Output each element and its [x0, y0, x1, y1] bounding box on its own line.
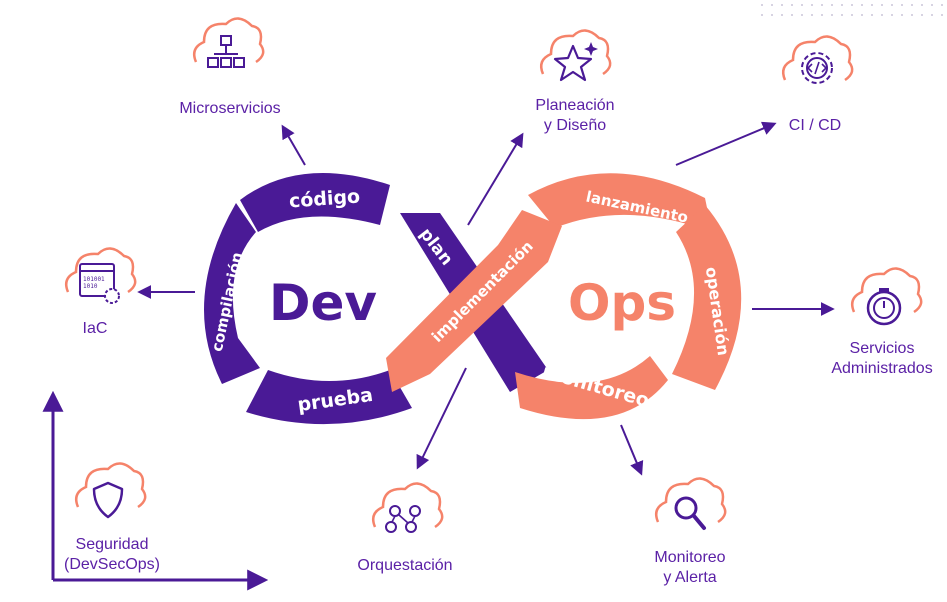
node-label-planeacion: Planeación y Diseño — [535, 97, 615, 134]
lanzamiento-band — [528, 173, 712, 232]
svg-text:101001: 101001 — [83, 276, 105, 283]
arrow-cicd — [675, 121, 777, 166]
arrow-orquestacion — [416, 367, 467, 470]
arrow-monitoreo — [620, 424, 644, 476]
operacion-band — [672, 205, 742, 390]
node-label-cicd: CI / CD — [788, 117, 842, 134]
prueba-band — [246, 370, 412, 425]
arrow-planeacion — [467, 132, 524, 226]
node-label-servicios: Servicios Administrados — [831, 340, 933, 377]
ops-loop — [386, 173, 742, 420]
node-label-iac: IaC — [82, 320, 108, 337]
svg-text:1010: 1010 — [83, 283, 98, 290]
node-label-monitoreo-alerta: Monitoreo y Alerta — [654, 549, 726, 586]
magnifier-icon — [655, 477, 727, 530]
stopwatch-icon — [851, 267, 923, 326]
node-label-orquestacion: Orquestación — [357, 557, 453, 574]
dev-word: Dev — [269, 274, 377, 332]
shield-icon — [75, 462, 147, 519]
dot-grid-decoration — [757, 0, 947, 20]
code-gear-icon — [782, 35, 854, 84]
implementacion-band — [386, 210, 562, 392]
compilacion-band — [204, 203, 260, 384]
monitoreo-band — [515, 356, 668, 420]
binary-window-gear-icon: 101001 1010 — [65, 247, 137, 304]
connector-arrows — [42, 121, 835, 591]
segment-label-codigo: código — [288, 186, 360, 213]
codigo-band — [240, 173, 390, 232]
ops-word: Ops — [568, 274, 676, 332]
star-sparkle-icon — [540, 29, 612, 82]
arrow-microservicios — [281, 124, 306, 166]
people-network-icon — [372, 482, 444, 533]
node-label-seguridad: Seguridad (DevSecOps) — [63, 536, 161, 573]
cubes-network-icon — [193, 17, 265, 68]
node-label-microservicios: Microservicios — [179, 100, 281, 117]
